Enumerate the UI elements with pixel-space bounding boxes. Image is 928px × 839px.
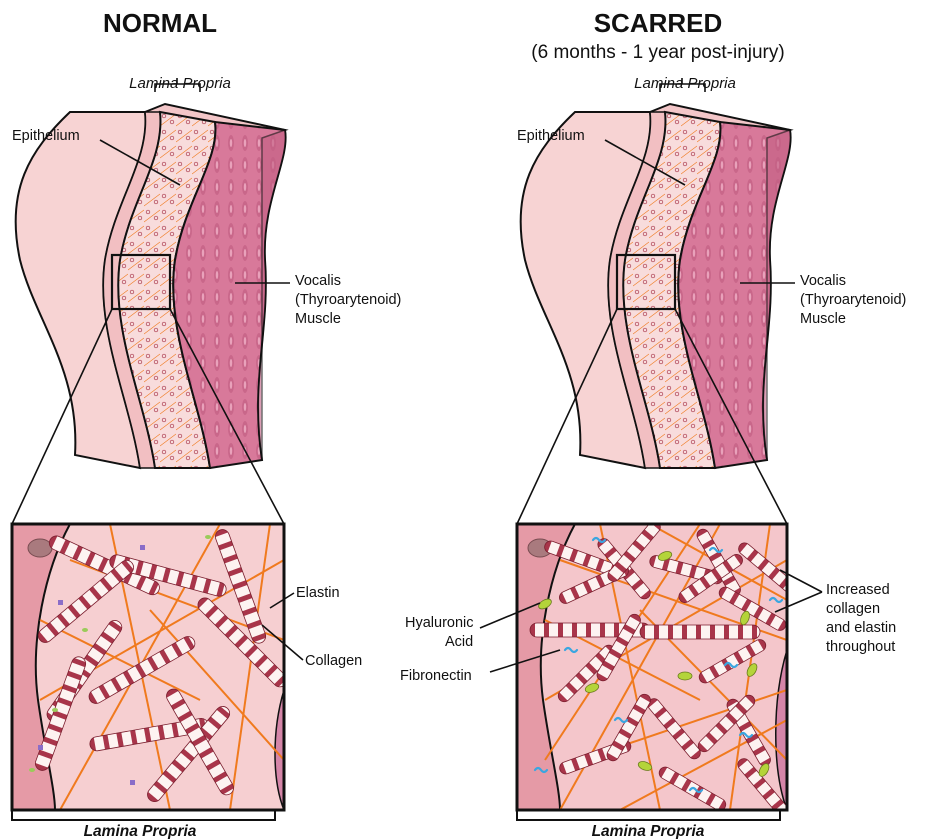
scarred-increased-label-line3: and elastin: [826, 620, 896, 636]
normal-muscle-label-line2: (Thyroarytenoid): [295, 292, 401, 308]
scarred-subtitle: (6 months - 1 year post-injury): [531, 42, 784, 63]
normal-magnified-panel: [12, 524, 290, 810]
scarred-increased-label-line4: throughout: [826, 639, 895, 655]
scarred-title: SCARRED: [594, 8, 723, 38]
scarred-increased-label-line1: Increased: [826, 582, 890, 598]
scarred-fibronectin-label: Fibronectin: [400, 668, 472, 684]
scarred-hyaluronic-label-line2: Acid: [445, 634, 473, 650]
normal-lamina-propria-bottom-label: Lamina Propria: [84, 823, 197, 839]
normal-title: NORMAL: [103, 8, 217, 38]
normal-epithelium-label: Epithelium: [12, 128, 80, 144]
scarred-epithelium-label: Epithelium: [517, 128, 585, 144]
scarred-magnified-panel: [517, 519, 801, 822]
scarred-lamina-propria-bottom-label: Lamina Propria: [592, 823, 705, 839]
scarred-muscle-label-line3: Muscle: [800, 311, 846, 327]
scarred-muscle-label-line1: Vocalis: [800, 273, 846, 289]
normal-muscle-label-line3: Muscle: [295, 311, 341, 327]
scarred-muscle-label-line2: (Thyroarytenoid): [800, 292, 906, 308]
scarred-increased-label-line2: collagen: [826, 601, 880, 617]
normal-muscle-label-line1: Vocalis: [295, 273, 341, 289]
normal-collagen-label: Collagen: [305, 653, 362, 669]
scarred-hyaluronic-label-line1: Hyaluronic: [405, 615, 474, 631]
normal-elastin-label: Elastin: [296, 585, 340, 601]
